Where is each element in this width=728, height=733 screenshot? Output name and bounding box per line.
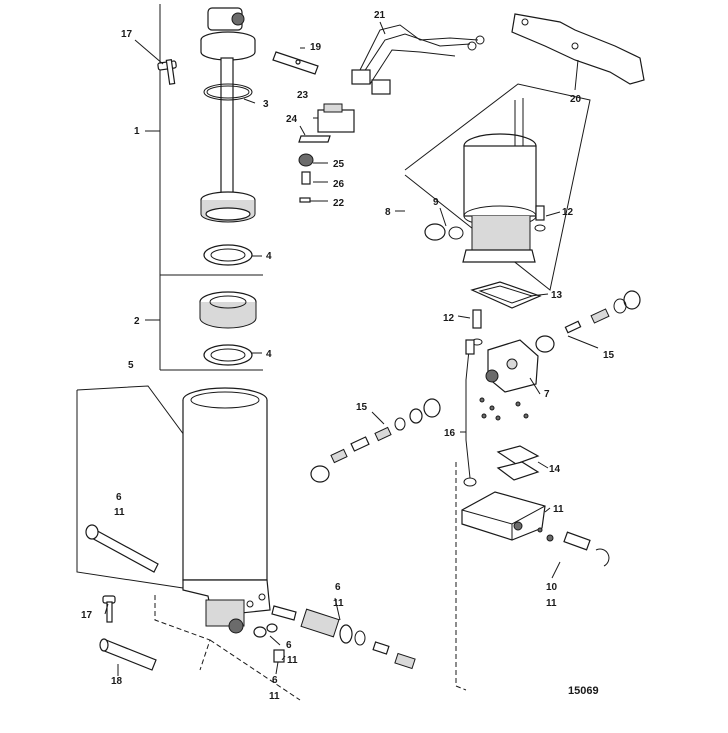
grommet-25	[298, 153, 314, 167]
wiper-ring-4-upper	[203, 244, 253, 266]
pivot-pin-6	[85, 524, 159, 573]
relief-valve-10	[537, 527, 610, 567]
pin-17-lower	[102, 595, 116, 623]
mounting-bracket-20	[511, 13, 645, 85]
callout-5: 5	[128, 360, 134, 371]
pump-motor-8	[404, 83, 591, 291]
callout-23: 23	[297, 90, 309, 101]
ground-wire-16	[463, 339, 477, 487]
callout-24: 24	[286, 114, 298, 125]
callout-labels: 17 19 3 1 4 2 4 5 21 20 23 24 25 26 22 8…	[81, 10, 615, 702]
callout-15-right: 15	[603, 350, 615, 361]
screw-22	[299, 197, 311, 203]
valve-body-7	[485, 339, 539, 393]
callout-6-screw: 6	[286, 640, 292, 651]
callout-6-valve: 6	[335, 582, 341, 593]
callout-26: 26	[333, 179, 345, 190]
bolt-12-upper	[534, 205, 546, 232]
callout-17-upper: 17	[121, 29, 133, 40]
callout-15-left: 15	[356, 402, 368, 413]
callout-4-upper: 4	[266, 251, 272, 262]
callout-25: 25	[333, 159, 345, 170]
pin-18	[99, 638, 157, 671]
callout-11-screw: 11	[287, 655, 298, 666]
callout-21: 21	[374, 10, 386, 21]
gasket-14	[496, 445, 540, 481]
callout-11-relief: 11	[546, 598, 557, 609]
callout-2: 2	[134, 316, 140, 327]
bracket-24	[298, 135, 331, 143]
callout-11-valve: 11	[333, 598, 344, 609]
trim-cylinder-housing-5	[76, 385, 271, 634]
callout-11-manifold: 11	[553, 504, 564, 515]
valve-stack-15-right	[535, 290, 641, 353]
check-valve-balls-7	[479, 397, 529, 421]
callout-11-pin: 11	[114, 507, 125, 518]
pin-19	[272, 51, 319, 75]
callout-6-bottom: 6	[272, 675, 278, 686]
callout-7: 7	[544, 389, 550, 400]
callout-12-lower: 12	[443, 313, 455, 324]
o-ring-3	[203, 83, 253, 101]
piston-item-2	[199, 291, 257, 329]
gasket-13	[470, 281, 542, 309]
callout-17-lower: 17	[81, 610, 93, 621]
callout-16: 16	[444, 428, 456, 439]
callout-3: 3	[263, 99, 269, 110]
callout-4-lower: 4	[266, 349, 272, 360]
leader-lines	[104, 21, 599, 676]
callout-1: 1	[134, 126, 140, 137]
callout-12-upper: 12	[562, 207, 574, 218]
manifold-block-11	[461, 491, 546, 541]
callout-9: 9	[433, 197, 439, 208]
callout-14: 14	[549, 464, 561, 475]
relay-23	[317, 103, 355, 133]
fill-plug-9	[424, 223, 464, 241]
callout-18: 18	[111, 676, 123, 687]
wiper-ring-4-lower	[203, 344, 253, 366]
rod-and-piston-assembly	[200, 7, 256, 223]
valve-stack-6-lower	[271, 605, 416, 670]
callout-13: 13	[551, 290, 563, 301]
callout-10: 10	[546, 582, 558, 593]
callout-11-bottom: 11	[269, 691, 280, 702]
callout-20: 20	[570, 94, 582, 105]
screw-and-washer-6-lower	[253, 623, 285, 663]
spacer-26	[301, 171, 311, 185]
valve-stack-15-left	[310, 398, 441, 483]
diagram-number: 15069	[568, 685, 599, 697]
callout-22: 22	[333, 198, 345, 209]
callout-6-pin: 6	[116, 492, 122, 503]
callout-19: 19	[310, 42, 322, 53]
assembly-reference-lines	[154, 462, 467, 701]
wiring-harness-21	[351, 24, 485, 95]
callout-8: 8	[385, 207, 391, 218]
